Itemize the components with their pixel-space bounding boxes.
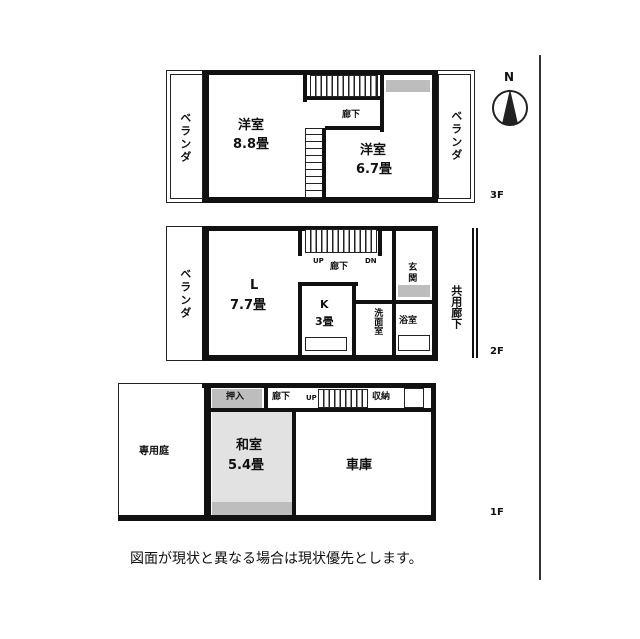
compass: N	[490, 70, 532, 130]
room-japanese-size: 5.4畳	[228, 458, 265, 473]
room-veranda-2f: ベランダ	[178, 268, 192, 320]
floor-label-3f: 3F	[490, 190, 504, 201]
room-hall-3f: 廊下	[342, 110, 361, 120]
room-common-corridor: 共用廊下	[449, 285, 463, 329]
room-western-6-7-name: 洋室	[360, 143, 387, 158]
room-western-8-8-name: 洋室	[238, 118, 265, 133]
room-western-8-8-size: 8.8畳	[233, 137, 270, 152]
margin-line	[539, 55, 541, 580]
stair-up-1f: UP	[306, 394, 317, 402]
room-garage: 車庫	[346, 458, 373, 473]
room-kitchen-name: K	[320, 298, 329, 311]
room-closet: 押入	[226, 392, 245, 402]
room-storage: 収納	[372, 392, 391, 402]
room-japanese-name: 和室	[236, 438, 263, 453]
floor-label-2f: 2F	[490, 346, 504, 357]
room-veranda-3f-right: ベランダ	[449, 110, 463, 162]
north-arrow-icon	[492, 89, 528, 126]
room-kitchen-size: 3畳	[315, 315, 334, 328]
room-entrance: 玄関	[406, 262, 417, 284]
compass-label: N	[504, 70, 515, 84]
room-hall-1f: 廊下	[272, 392, 291, 402]
stair-up-2f: UP	[313, 257, 324, 265]
room-garden: 専用庭	[139, 446, 169, 457]
floor-label-1f: 1F	[490, 507, 504, 518]
room-living-name: L	[250, 278, 259, 293]
room-veranda-3f-left: ベランダ	[178, 112, 192, 164]
room-hall-2f: 廊下	[330, 262, 349, 272]
caption: 図面が現状と異なる場合は現状優先とします。	[130, 551, 423, 567]
room-bath: 浴室	[399, 316, 418, 326]
room-washroom: 洗面室	[372, 308, 383, 335]
stair-dn-2f: DN	[365, 257, 377, 265]
room-living-size: 7.7畳	[230, 298, 267, 313]
room-western-6-7-size: 6.7畳	[356, 162, 393, 177]
